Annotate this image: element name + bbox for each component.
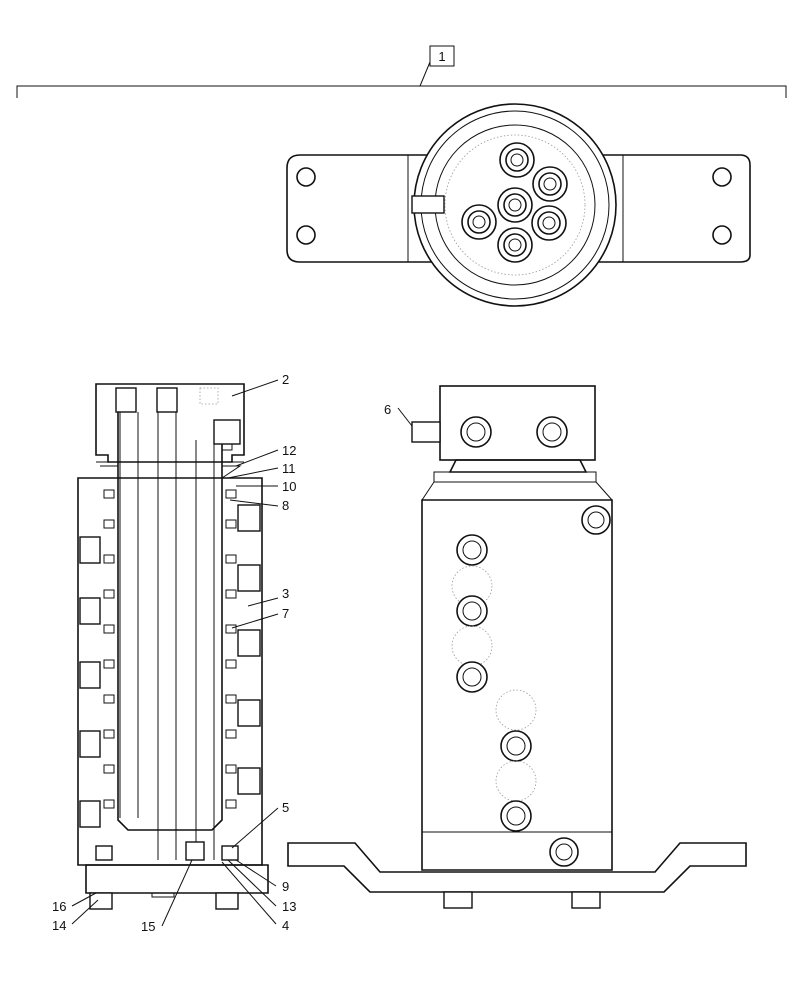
callout-5: 5 <box>282 800 289 815</box>
section-view <box>77 383 269 910</box>
leader-lines <box>71 379 413 927</box>
callout-labels: 2 12 11 10 8 3 7 5 9 13 4 16 14 15 6 <box>52 372 391 934</box>
top-port-upper-right <box>532 166 568 202</box>
callout-16: 16 <box>52 899 66 914</box>
callout-7: 7 <box>282 606 289 621</box>
assembly-bracket <box>16 45 787 98</box>
callout-10: 10 <box>282 479 296 494</box>
callout-6: 6 <box>384 402 391 417</box>
callout-13: 13 <box>282 899 296 914</box>
callout-15: 15 <box>141 919 155 934</box>
callout-8: 8 <box>282 498 289 513</box>
side-cap-port-left <box>460 416 492 448</box>
callout-11: 11 <box>282 461 296 476</box>
callout-2: 2 <box>282 372 289 387</box>
top-port-bottom <box>497 227 533 263</box>
top-port-lower-right <box>531 205 567 241</box>
callout-9: 9 <box>282 879 289 894</box>
callout-12: 12 <box>282 443 296 458</box>
side-body-ports <box>451 505 611 867</box>
callout-14: 14 <box>52 918 66 933</box>
callout-assembly: 1 <box>438 49 445 64</box>
callout-3: 3 <box>282 586 289 601</box>
top-port-top <box>499 142 535 178</box>
side-view <box>287 385 747 909</box>
side-cap-port-right <box>536 416 568 448</box>
top-port-left <box>461 204 497 240</box>
callout-4: 4 <box>282 918 289 933</box>
top-view <box>286 103 751 307</box>
top-port-center <box>497 187 533 223</box>
